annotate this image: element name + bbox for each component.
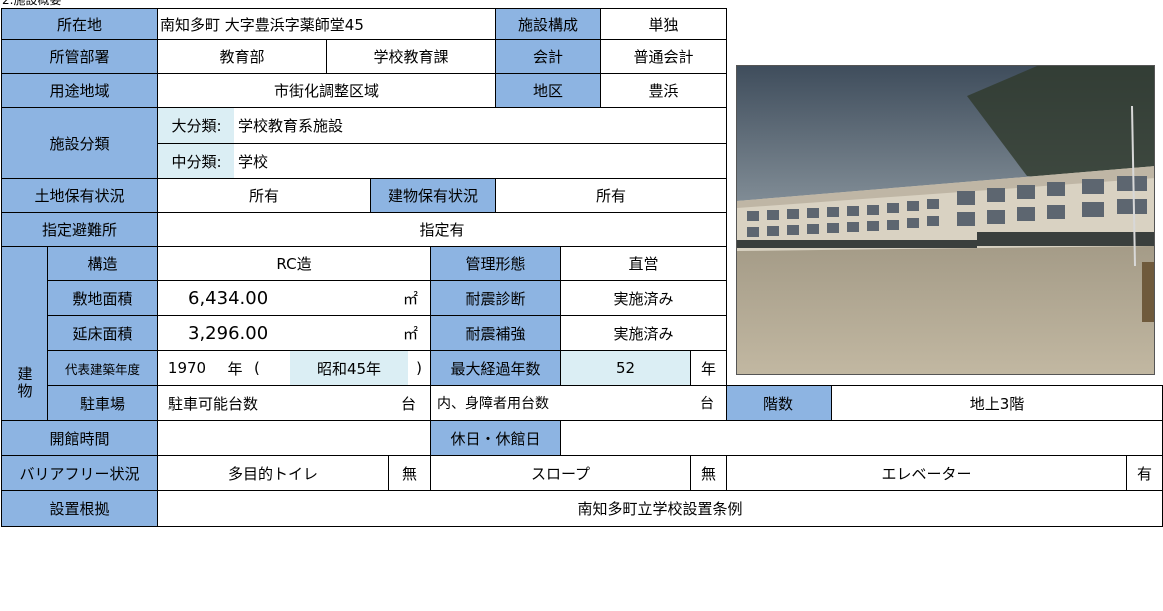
floor-area-cell: 3,296.00 ㎡ [157,315,431,351]
school-photo-graphic [737,66,1154,374]
middle-category-label: 中分類: [157,143,235,179]
structure-value: RC造 [157,246,431,281]
site-area-cell: 6,434.00 ㎡ [157,280,431,316]
site-area-unit: ㎡ [402,289,418,308]
accessible-parking-label: 内、身障者用台数 [437,396,549,412]
accessible-parking-cell: 内、身障者用台数 台 [430,385,727,421]
parking-capacity-label: 駐車可能台数 [168,394,259,413]
major-category-value: 学校教育系施設 [234,107,727,144]
site-area-value: 6,434.00 [188,287,269,309]
district-label: 地区 [495,73,601,108]
built-year-cell: 1970 年 ( 昭和45年 ) [157,350,431,386]
era-paren-open: ( [254,359,260,377]
middle-category-value: 学校 [234,143,727,179]
parking-label: 駐車場 [47,385,158,421]
structure-label: 構造 [47,246,158,281]
section-label: 2.施設概要 [2,0,62,7]
max-elapsed-label: 最大経過年数 [430,350,561,386]
site-area-label: 敷地面積 [47,280,158,316]
land-ownership-label: 土地保有状況 [1,178,158,213]
opening-hours-value [157,420,431,456]
seismic-diagnosis-label: 耐震診断 [430,280,561,316]
designated-shelter-label: 指定避難所 [1,212,158,247]
built-year-label: 代表建築年度 [47,350,158,386]
toilet-label: 多目的トイレ [157,455,389,491]
toilet-value: 無 [388,455,431,491]
major-category-label: 大分類: [157,107,235,144]
slope-label: スロープ [430,455,691,491]
era-year-value: 昭和45年 [290,351,408,385]
management-value: 直営 [560,246,727,281]
department-label: 所管部署 [1,39,158,74]
zoning-value: 市街化調整区域 [157,73,496,108]
built-year-value: 1970 [167,359,207,377]
barrier-free-label: バリアフリー状況 [1,455,158,491]
department-value-1: 教育部 [157,39,327,74]
seismic-retrofit-label: 耐震補強 [430,315,561,351]
department-value-2: 学校教育課 [326,39,496,74]
floor-area-label: 延床面積 [47,315,158,351]
opening-hours-label: 開館時間 [1,420,158,456]
seismic-diagnosis-value: 実施済み [560,280,727,316]
facility-composition-value: 単独 [600,8,727,40]
floor-area-unit: ㎡ [402,324,418,343]
district-value: 豊浜 [600,73,727,108]
accounting-value: 普通会計 [600,39,727,74]
era-paren-close: ) [416,359,422,377]
building-ownership-value: 所有 [495,178,727,213]
management-label: 管理形態 [430,246,561,281]
section-header-strip: 2.施設概要 [0,0,1163,8]
parking-cell: 駐車可能台数 台 [157,385,431,421]
school-building-photo [736,65,1155,375]
seismic-retrofit-value: 実施済み [560,315,727,351]
built-year-unit: 年 [227,359,243,378]
elevator-label: エレベーター [726,455,1127,491]
floors-label: 階数 [726,385,832,421]
facility-composition-label: 施設構成 [495,8,601,40]
floors-value: 地上3階 [831,385,1163,421]
accounting-label: 会計 [495,39,601,74]
legal-basis-value: 南知多町立学校設置条例 [157,490,1163,527]
max-elapsed-value: 52 [560,350,691,386]
floor-area-value: 3,296.00 [188,322,269,344]
facility-category-label: 施設分類 [1,107,158,179]
holidays-value [560,420,1163,456]
slope-value: 無 [690,455,727,491]
holidays-label: 休日・休館日 [430,420,561,456]
building-ownership-label: 建物保有状況 [370,178,496,213]
zoning-label: 用途地域 [1,73,158,108]
legal-basis-label: 設置根拠 [1,490,158,527]
designated-shelter-value: 指定有 [157,212,727,247]
location-value: 南知多町 大字豊浜字薬師堂45 [157,8,496,40]
parking-unit: 台 [400,394,416,413]
building-group-text: 建物 [15,366,34,400]
accessible-parking-unit: 台 [700,396,714,412]
elevator-value: 有 [1126,455,1163,491]
land-ownership-value: 所有 [157,178,371,213]
location-label: 所在地 [1,8,158,40]
max-elapsed-unit: 年 [690,350,727,386]
